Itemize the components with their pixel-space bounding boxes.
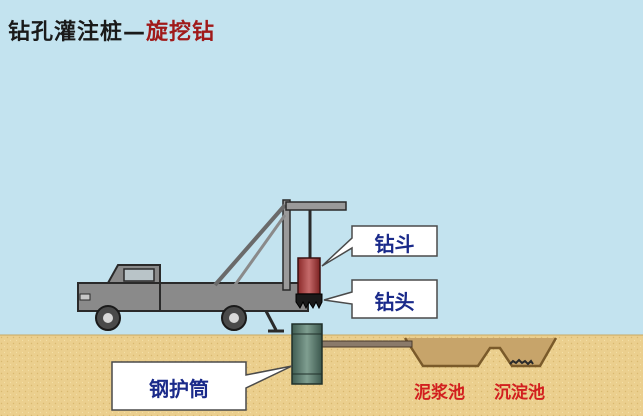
drill-head xyxy=(295,293,323,310)
label-mud-pool: 泥浆池 xyxy=(414,383,465,403)
settling-debris xyxy=(509,358,534,366)
drill-bucket-callout-shape xyxy=(321,225,438,267)
drill-head-callout-shape xyxy=(323,279,438,319)
label-drill-head: 钻头 xyxy=(374,290,415,314)
mud-pipe xyxy=(321,340,413,348)
drill-bucket xyxy=(297,257,321,295)
label-drill-bucket: 钻斗 xyxy=(374,232,415,256)
label-steel-casing: 钢护筒 xyxy=(149,377,209,401)
drill-mast xyxy=(213,199,347,291)
mud-pool-pit xyxy=(403,337,558,368)
title-highlight: 旋挖钻 xyxy=(146,20,216,45)
title-main: 钻孔灌注桩— xyxy=(8,20,147,45)
steel-casing xyxy=(291,323,323,385)
steel-casing-callout-shape xyxy=(111,361,293,411)
label-settling-pool: 沉淀池 xyxy=(494,383,545,403)
sky xyxy=(0,0,643,335)
page-title: 钻孔灌注桩—旋挖钻 xyxy=(8,14,215,46)
